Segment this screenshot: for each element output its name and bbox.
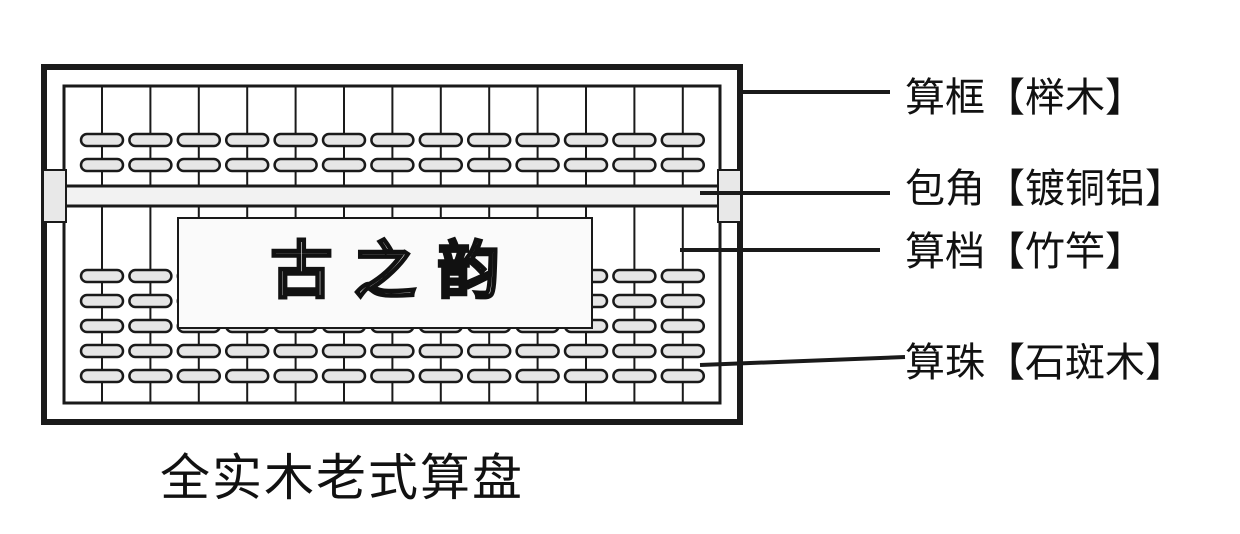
upper-bead <box>79 132 125 148</box>
lower-bead <box>466 343 512 359</box>
upper-bead <box>660 132 706 148</box>
diagram-caption: 全实木老式算盘 <box>160 449 524 507</box>
lower-bead <box>79 368 125 384</box>
upper-bead <box>224 132 270 148</box>
abacus-frame-outer <box>41 64 743 425</box>
lower-bead <box>515 368 560 384</box>
corner-bracket-left <box>44 169 67 223</box>
lower-bead <box>273 343 318 359</box>
plaque-text: 古 之 韵 <box>270 234 499 307</box>
upper-bead <box>418 157 464 173</box>
upper-bead <box>79 157 125 173</box>
upper-bead <box>176 157 222 173</box>
lower-bead <box>128 293 173 309</box>
lower-bead <box>224 368 270 384</box>
lower-bead <box>418 343 464 359</box>
lower-bead <box>612 293 657 309</box>
leader-bead <box>699 355 906 367</box>
upper-bead <box>273 157 318 173</box>
upper-bead <box>273 132 318 148</box>
lower-bead <box>660 368 706 384</box>
upper-bead <box>466 157 512 173</box>
upper-bead <box>563 132 609 148</box>
lower-bead <box>515 343 560 359</box>
lower-bead <box>612 368 657 384</box>
upper-bead <box>176 132 222 148</box>
lower-bead <box>79 293 125 309</box>
lower-bead <box>660 293 706 309</box>
lower-bead <box>273 368 318 384</box>
upper-bead <box>660 157 706 173</box>
lower-bead <box>466 368 512 384</box>
lower-bead <box>612 343 657 359</box>
upper-bead <box>515 132 560 148</box>
upper-bead <box>370 132 415 148</box>
upper-bead <box>612 157 657 173</box>
lower-bead <box>128 268 173 284</box>
lower-bead <box>176 368 222 384</box>
upper-bead <box>612 132 657 148</box>
upper-bead <box>128 157 173 173</box>
upper-bead <box>321 132 367 148</box>
lower-bead <box>321 368 367 384</box>
corner-bracket-right <box>717 169 740 223</box>
lower-bead <box>79 318 125 334</box>
lower-bead <box>418 368 464 384</box>
lower-bead <box>128 318 173 334</box>
lower-bead <box>370 368 415 384</box>
callout-frame: 算框【榉木】 <box>905 75 1145 121</box>
callout-bead: 算珠【石斑木】 <box>905 340 1185 386</box>
upper-bead <box>563 157 609 173</box>
upper-bead <box>321 157 367 173</box>
upper-bead <box>128 132 173 148</box>
lower-bead <box>660 268 706 284</box>
lower-bead <box>128 343 173 359</box>
lower-bead <box>370 343 415 359</box>
lower-bead <box>612 268 657 284</box>
lower-bead <box>563 343 609 359</box>
upper-bead <box>370 157 415 173</box>
abacus-beam <box>42 184 742 208</box>
lower-bead <box>563 368 609 384</box>
lower-bead <box>128 368 173 384</box>
plaque <box>177 217 593 329</box>
upper-bead <box>515 157 560 173</box>
abacus-frame-inner <box>62 84 722 405</box>
upper-bead <box>224 157 270 173</box>
callout-corner: 包角【镀铜铝】 <box>905 166 1185 212</box>
lower-bead <box>176 343 222 359</box>
lower-bead <box>660 318 706 334</box>
callout-rod: 算档【竹竿】 <box>905 229 1145 275</box>
lower-bead <box>321 343 367 359</box>
upper-bead <box>466 132 512 148</box>
lower-bead <box>612 318 657 334</box>
upper-bead <box>418 132 464 148</box>
lower-bead <box>79 343 125 359</box>
lower-bead <box>79 268 125 284</box>
lower-bead <box>660 343 706 359</box>
lower-bead <box>224 343 270 359</box>
